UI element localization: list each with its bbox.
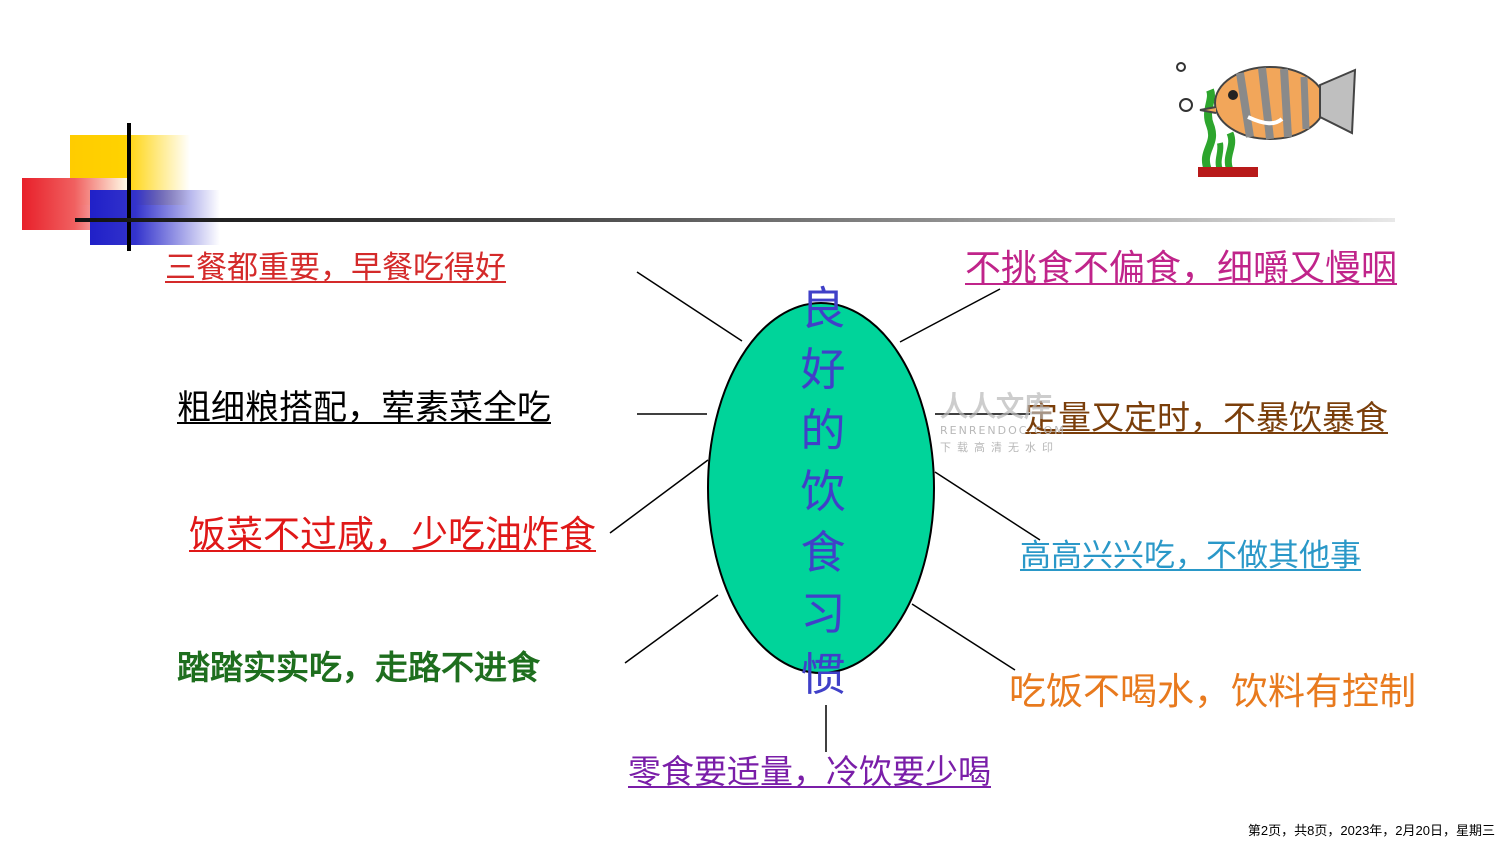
header-rule (75, 218, 1395, 222)
center-title: 良好的饮食习惯 (800, 282, 846, 701)
page-footer: 第2页，共8页，2023年，2月20日，星期三 (1247, 823, 1495, 838)
habit-label-regular-meals: 定量又定时，不暴饮暴食 (1025, 398, 1388, 437)
blue-square-decoration (90, 190, 220, 245)
connector-line-1 (636, 271, 743, 342)
habit-label-breakfast: 三餐都重要，早餐吃得好 (165, 250, 506, 286)
connector-line-9 (911, 603, 1016, 671)
habit-label-focus: 高高兴兴吃，不做其他事 (1020, 538, 1361, 574)
connector-line-3 (609, 459, 709, 534)
habit-label-grains: 粗细粮搭配，荤素菜全吃 (177, 388, 551, 428)
connector-line-4 (624, 594, 719, 664)
watermark-domain: RENRENDOC.COM (940, 424, 1066, 437)
habit-label-snacks: 零食要适量，冷饮要少喝 (628, 752, 991, 791)
center-ellipse (707, 302, 935, 674)
watermark-subtitle: 下载高清无水印 (940, 441, 1059, 454)
habit-label-drinks: 吃饭不喝水，饮料有控制 (1009, 670, 1416, 713)
habit-label-eat-seated: 踏踏实实吃，走路不进食 (177, 648, 540, 687)
fish-clipart-icon (1176, 62, 1357, 177)
habit-label-salt: 饭菜不过咸，少吃油炸食 (189, 513, 596, 556)
connector-line-8 (934, 471, 1041, 541)
habit-label-no-picky: 不挑食不偏食，细嚼又慢咽 (965, 248, 1398, 289)
watermark-title: 人人文库 (940, 390, 1053, 423)
watermark: 人人文库 RENRENDOC.COM 下载高清无水印 (940, 393, 1066, 455)
vertical-rule (127, 123, 131, 251)
connector-line-6 (899, 288, 1001, 343)
